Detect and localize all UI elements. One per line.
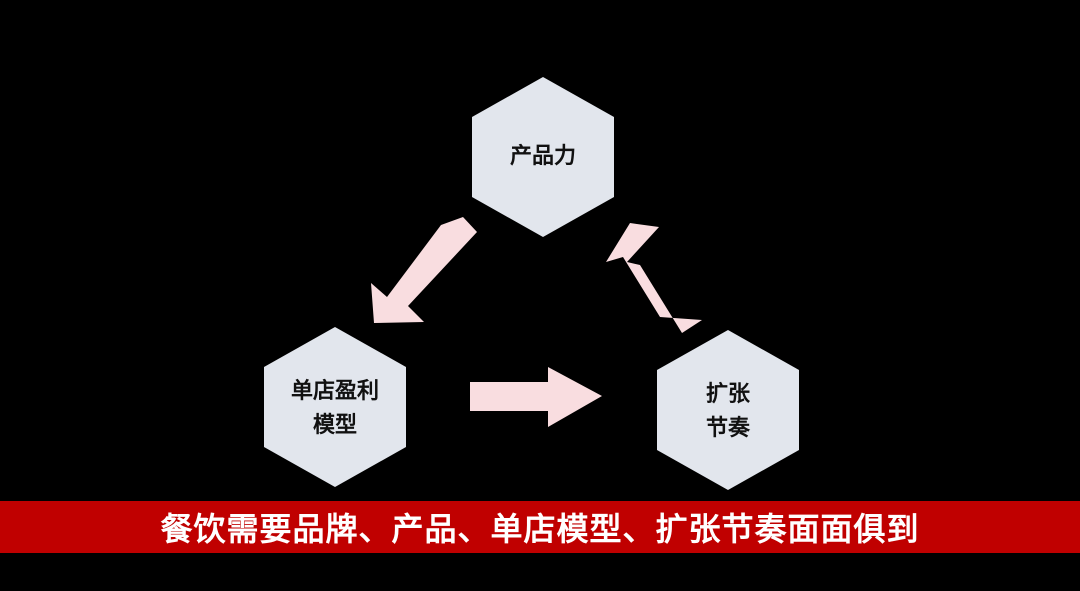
summary-banner: 餐饮需要品牌、产品、单店模型、扩张节奏面面俱到 <box>0 501 1080 553</box>
hexagon-expansion <box>657 330 799 490</box>
arrow-store-to-expansion <box>470 367 602 427</box>
node-expansion-label: 扩张 节奏 <box>657 378 799 446</box>
node-store-model-line1: 单店盈利 <box>290 379 379 404</box>
arrow-expansion-to-product <box>606 223 702 333</box>
arrow-product-to-store <box>371 217 477 323</box>
node-store-model-line2: 模型 <box>312 413 357 438</box>
hexagon-product <box>472 77 614 237</box>
node-product-label: 产品力 <box>472 140 614 174</box>
hexagon-store-model <box>264 327 406 487</box>
node-expansion-line1: 扩张 <box>705 382 750 407</box>
node-expansion-line2: 节奏 <box>705 416 750 441</box>
node-store-model-label: 单店盈利 模型 <box>264 375 406 443</box>
node-product-text: 产品力 <box>509 144 576 169</box>
summary-banner-text: 餐饮需要品牌、产品、单店模型、扩张节奏面面俱到 <box>160 510 920 548</box>
